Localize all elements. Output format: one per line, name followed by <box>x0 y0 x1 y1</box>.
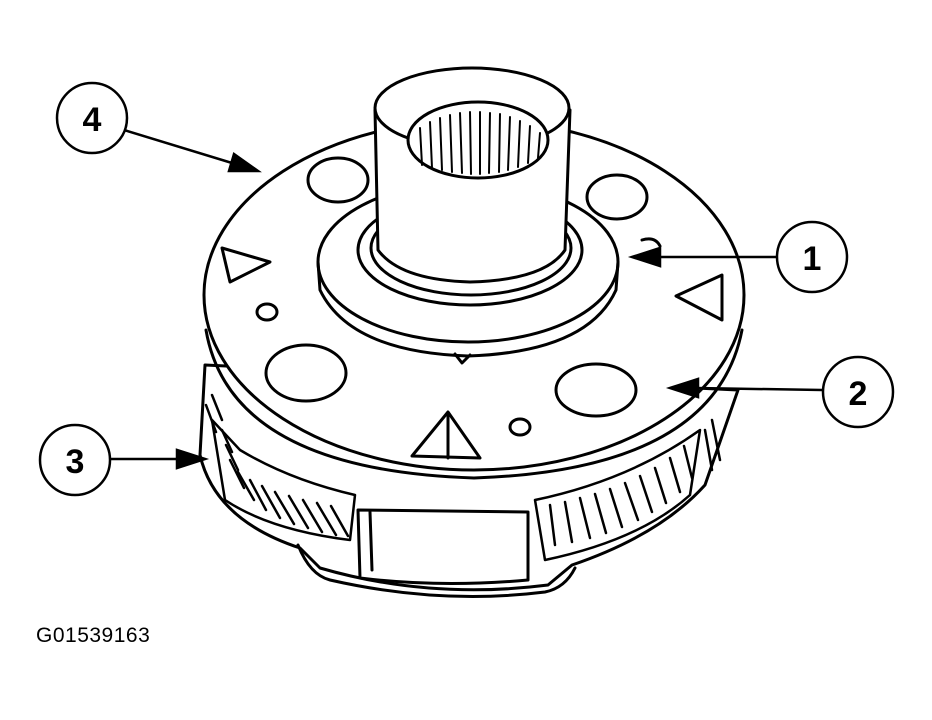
window-inner-edge <box>368 510 374 572</box>
leader-line-2 <box>694 386 823 392</box>
callout-label-3: 3 <box>66 443 85 481</box>
plate-hole-lower-left <box>264 343 348 403</box>
left-pinion-gear-teeth <box>204 393 357 542</box>
callout-circle-1 <box>775 220 849 294</box>
callout-circle-3 <box>38 423 112 497</box>
splined-hub-bore <box>406 100 550 180</box>
callout-label-4: 4 <box>83 101 102 139</box>
housing-bottom-rim <box>296 543 577 598</box>
leader-arrow-2 <box>665 377 700 399</box>
carrier-assembly-drawing <box>198 66 746 598</box>
callout-4: 4 <box>55 81 129 155</box>
callout-1: 1 <box>775 220 849 294</box>
internal-splines <box>419 111 541 175</box>
leader-arrow-4 <box>227 151 262 173</box>
top-plate-edge <box>204 328 744 480</box>
hub-detail-mark <box>640 237 662 248</box>
callout-label-1: 1 <box>803 240 822 278</box>
leader-arrow-1 <box>627 246 662 268</box>
callout-circle-4 <box>55 81 129 155</box>
callout-label-2: 2 <box>849 375 868 413</box>
right-pinion-gear-teeth <box>533 418 722 562</box>
figure-id: G01539163 <box>36 624 151 647</box>
leader-line-4 <box>123 128 233 165</box>
plate-triangle-right <box>674 273 724 322</box>
plate-hole-upper-left <box>306 156 370 204</box>
callout-leaders <box>110 128 823 470</box>
leader-arrow-3 <box>175 448 210 470</box>
plate-triangle-front <box>410 410 482 460</box>
hub-boss-seam <box>453 352 472 365</box>
housing-window <box>356 508 530 586</box>
plate-hole-lower-right <box>554 362 638 418</box>
plate-triangle-left <box>220 246 272 284</box>
callout-2: 2 <box>821 355 895 429</box>
plate-small-hole-left <box>255 302 279 322</box>
plate-hole-upper-right <box>585 173 649 221</box>
callout-3: 3 <box>38 423 112 497</box>
callout-circle-2 <box>821 355 895 429</box>
plate-small-hole-right <box>508 417 532 437</box>
